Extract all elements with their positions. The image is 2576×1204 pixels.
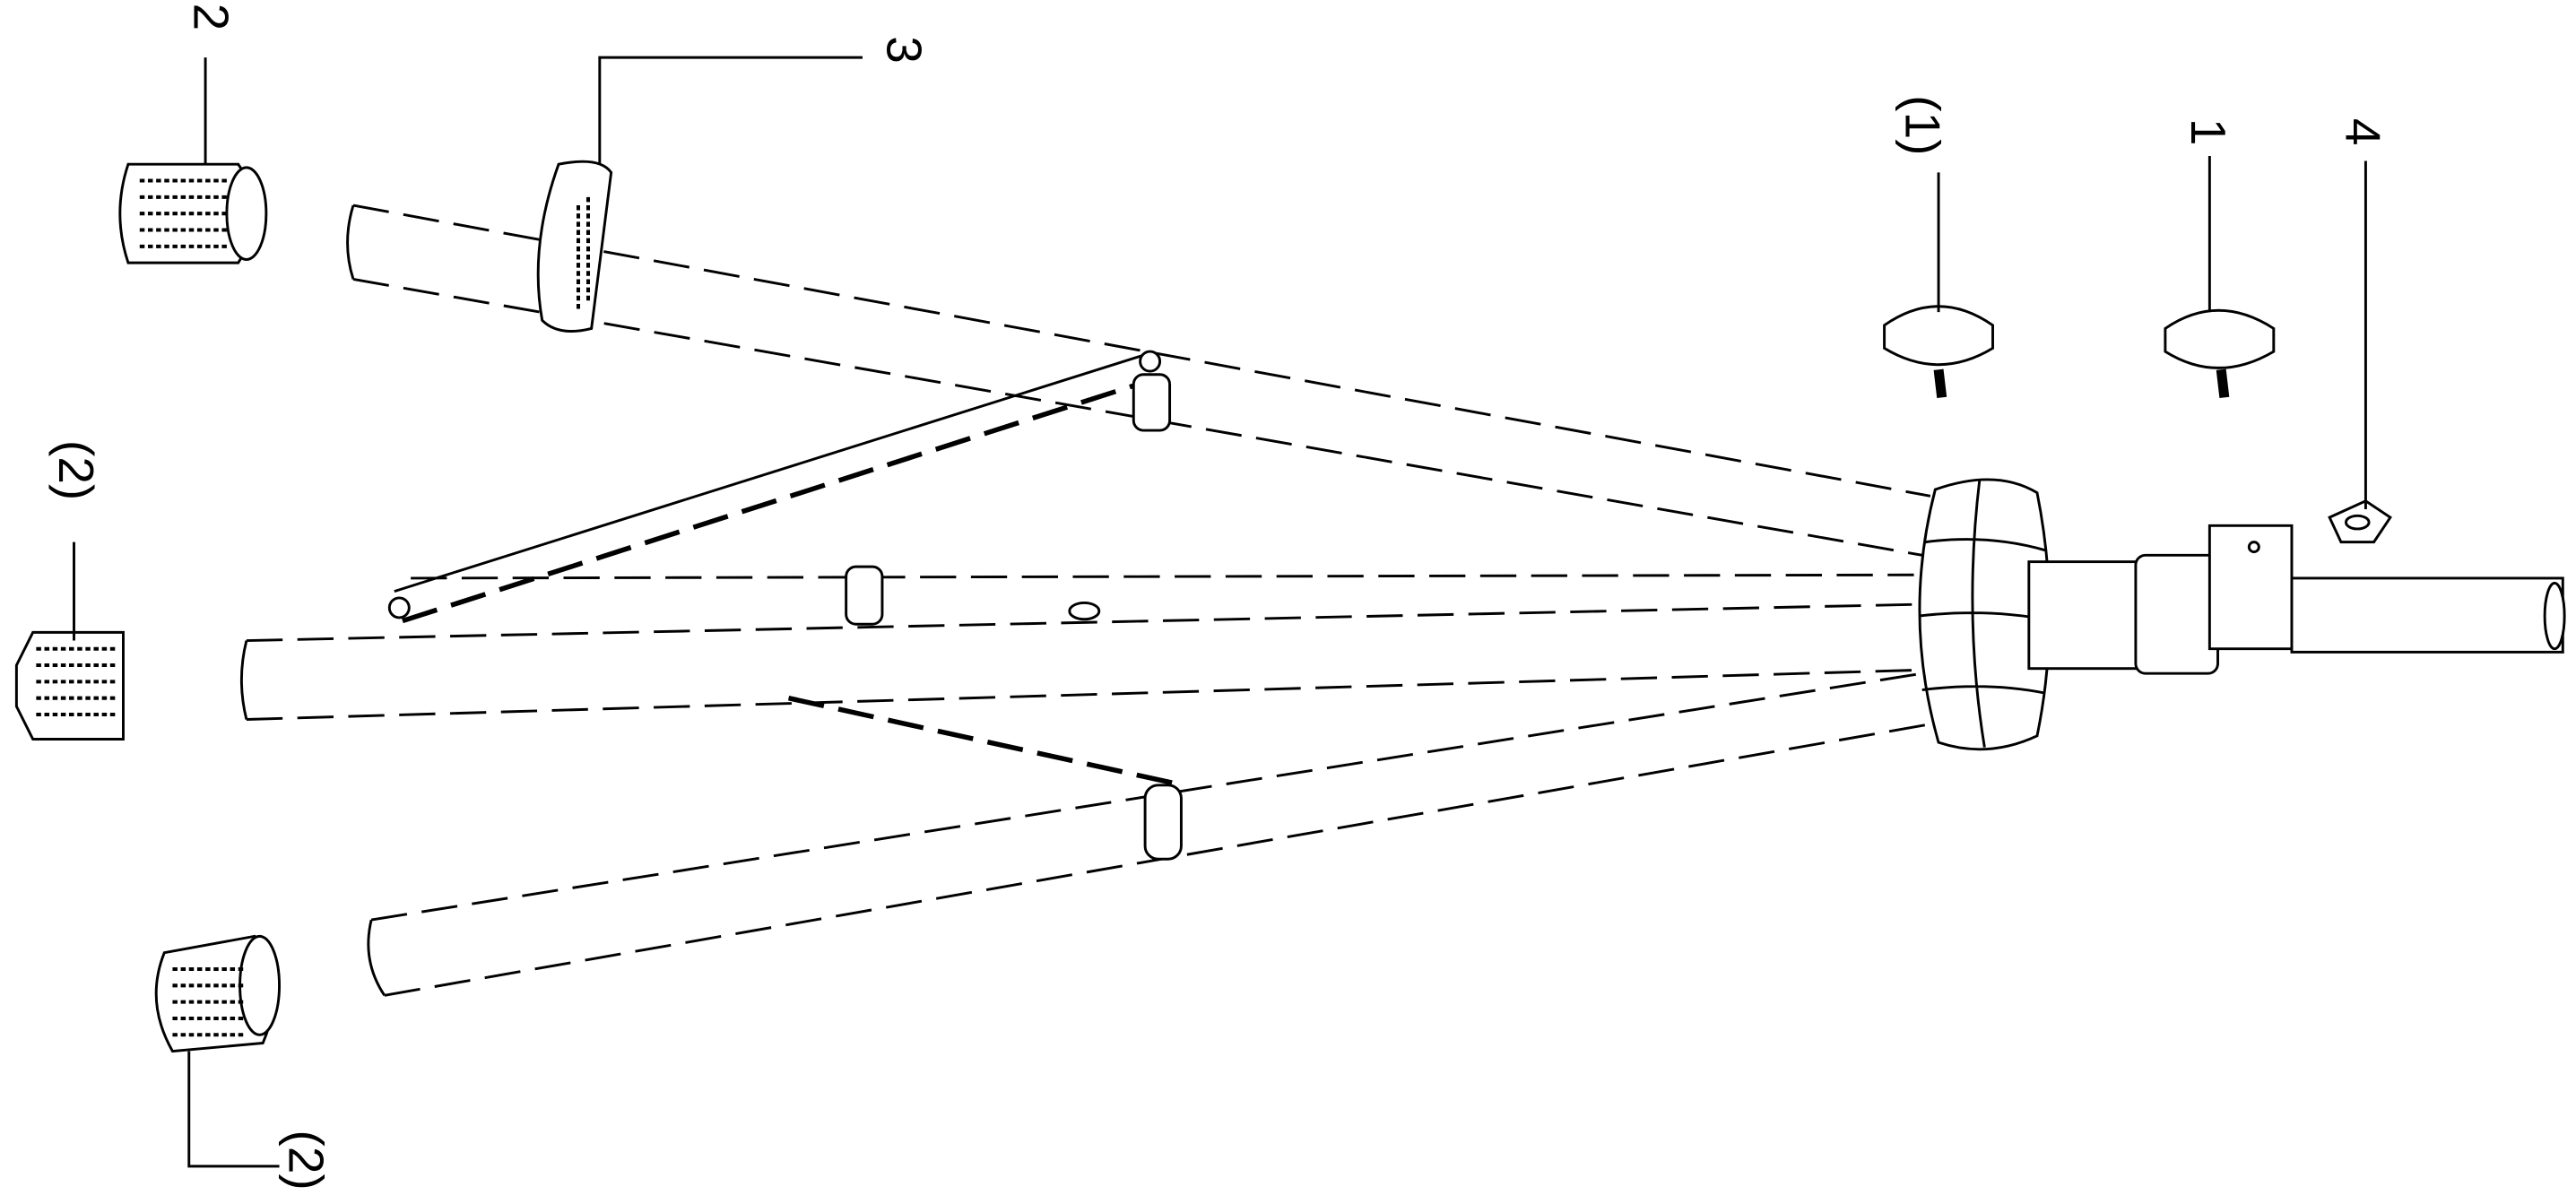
callout-nut: 4 [2335, 118, 2390, 146]
foot-cap-middle [14, 630, 125, 741]
callout-middle-cap: (2) [48, 440, 104, 500]
callout-knob-optional: (1) [1895, 95, 1950, 155]
callout-bottom-cap: (2) [279, 1130, 334, 1191]
callout-top-cap: 2 [183, 4, 239, 31]
center-column [2027, 524, 2566, 675]
spreader-braces [387, 350, 1184, 861]
callout-clamp-ring: 3 [876, 36, 932, 64]
middle-leg [239, 573, 1914, 721]
tripod-hub [1918, 478, 2054, 751]
foot-cap-top [118, 162, 268, 264]
hex-nut [2328, 499, 2392, 544]
locking-knob [2164, 308, 2276, 399]
clamp-ring [536, 160, 613, 333]
foot-cap-bottom [154, 934, 281, 1053]
callout-knob: 1 [2181, 118, 2236, 146]
leader-lines [73, 56, 2367, 1168]
locking-knob-optional [1883, 305, 1994, 399]
